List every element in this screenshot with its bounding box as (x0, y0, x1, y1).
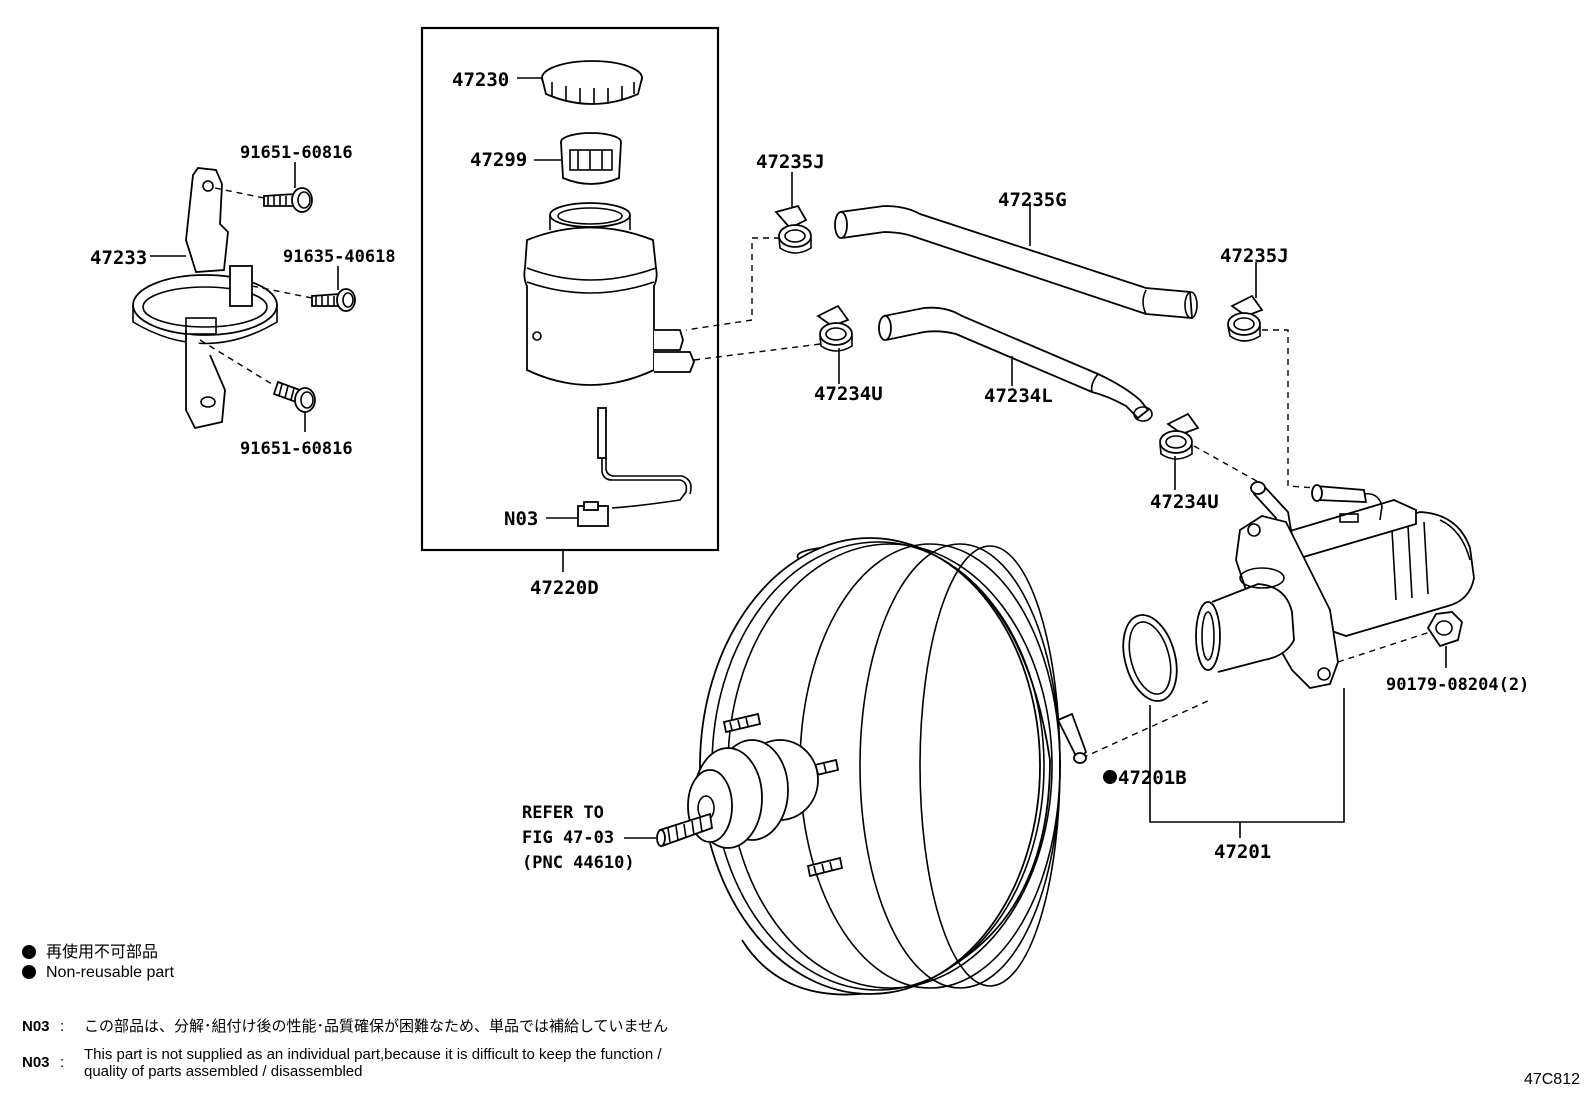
bolt-91651-bottom[interactable] (272, 380, 316, 413)
label-91635: 91635-40618 (283, 247, 396, 267)
note-text: この部品は、分解･組付け後の性能･品質確保が困難なため、単品では補給していません (84, 1018, 669, 1035)
clamp-47234u-left[interactable] (816, 304, 853, 352)
label-47235j-right: 47235J (1220, 245, 1289, 267)
label-91651-bottom: 91651-60816 (240, 439, 353, 459)
hose-47235g[interactable] (834, 205, 1198, 319)
label-refer-1: REFER TO (522, 803, 604, 823)
note-text-line-1: This part is not supplied as an individu… (84, 1046, 662, 1063)
note-colon: : (60, 1018, 65, 1035)
label-47234u-right: 47234U (1150, 491, 1219, 513)
label-90179: 90179-08204(2) (1386, 675, 1529, 695)
leader-47201 (1149, 688, 1345, 823)
dash-47235j-left (685, 237, 780, 331)
legend-jp: 再使用不可部品 (22, 938, 158, 962)
reservoir-strainer[interactable] (560, 132, 622, 185)
label-91651-top: 91651-60816 (240, 143, 353, 163)
dash-91651-top (214, 187, 265, 199)
non-reusable-marker-icon (22, 965, 36, 979)
dash-90179 (1337, 631, 1431, 663)
label-47299: 47299 (470, 149, 527, 171)
label-47234l: 47234L (984, 385, 1053, 407)
reservoir-cap[interactable] (541, 60, 643, 105)
reservoir-level-sensor[interactable] (577, 407, 692, 527)
nut-90179[interactable] (1426, 611, 1463, 648)
dash-47234u-right (1193, 445, 1263, 485)
note-colon: : (60, 1054, 65, 1071)
reservoir-bracket[interactable] (132, 167, 278, 430)
reservoir-tank[interactable] (523, 202, 695, 386)
dash-91651-bottom (199, 339, 276, 387)
note-code: N03 (22, 1054, 50, 1071)
clamp-47234u-right[interactable] (1159, 412, 1200, 460)
non-reusable-marker-icon (22, 945, 36, 959)
label-47230: 47230 (452, 69, 509, 91)
hose-47234l[interactable] (878, 306, 1153, 422)
master-cylinder[interactable] (1195, 481, 1475, 689)
dash-47235j-right (1262, 329, 1317, 489)
legend-jp-text: 再使用不可部品 (46, 944, 159, 961)
brake-booster[interactable] (656, 537, 1088, 996)
reservoir-assembly-frame (420, 26, 720, 552)
note-text: This part is not supplied as an individu… (84, 1046, 662, 1080)
label-n03: N03 (504, 508, 538, 530)
label-47201b: 47201B (1118, 767, 1187, 789)
label-47233: 47233 (90, 247, 147, 269)
figure-id: 47C812 (1523, 1071, 1580, 1088)
note-en: N03: This part is not supplied as an indi… (22, 1046, 662, 1080)
non-reusable-dot (1103, 770, 1117, 784)
label-47235g: 47235G (998, 189, 1067, 211)
dash-center-line (1081, 699, 1211, 759)
label-47220d: 47220D (530, 577, 599, 599)
label-47235j-left: 47235J (756, 151, 825, 173)
clamp-47235j-left[interactable] (774, 204, 812, 254)
note-jp: N03: この部品は、分解･組付け後の性能･品質確保が困難なため、単品では補給して… (22, 1018, 668, 1035)
legend-en-text: Non-reusable part (46, 964, 175, 981)
o-ring-47201b[interactable] (1114, 609, 1185, 707)
legend-en: Non-reusable part (22, 964, 174, 982)
bolt-91635[interactable] (311, 288, 356, 312)
label-47201: 47201 (1214, 841, 1271, 863)
label-refer-2: FIG 47-03 (522, 828, 614, 848)
bolt-91651-top[interactable] (263, 187, 313, 213)
dash-47234u-left (693, 343, 821, 361)
label-refer-3: (PNC 44610) (522, 853, 635, 873)
o-ring-47201b-inner (1128, 621, 1172, 695)
note-text-line-2: quality of parts assembled / disassemble… (84, 1063, 363, 1080)
label-47234u-left: 47234U (814, 383, 883, 405)
clamp-47235j-right[interactable] (1227, 294, 1264, 342)
note-code: N03 (22, 1018, 50, 1035)
